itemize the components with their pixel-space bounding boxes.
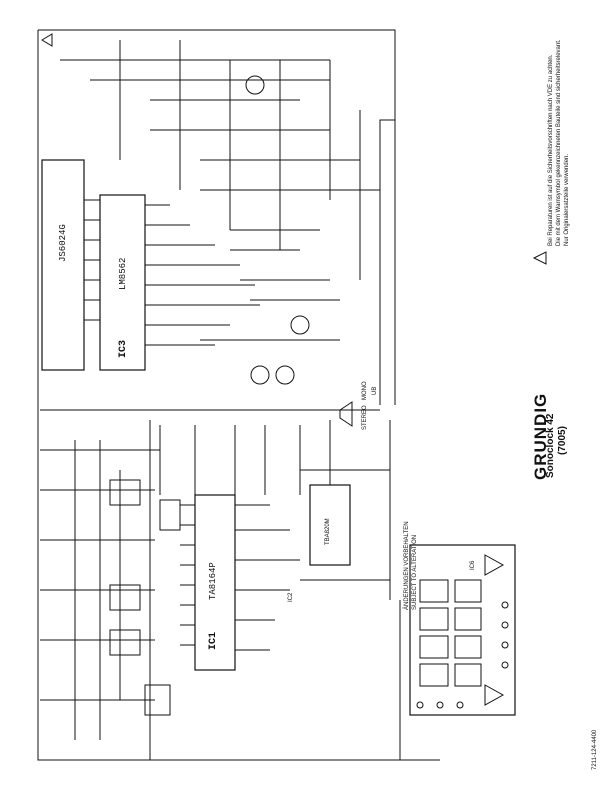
ic1-label: IC1 xyxy=(208,631,219,650)
model-code: (7005) xyxy=(557,426,568,455)
ub-label: UB xyxy=(372,386,378,395)
warning-text-1: Bei Reparaturen ist auf die Sicherheitsv… xyxy=(548,54,554,246)
notice-line-2: SUBJECT TO ALTERATION xyxy=(412,534,418,610)
notice-line-1: ÄNDERUNGEN VORBEHALTEN xyxy=(404,521,410,610)
ic2-label: IC2 xyxy=(288,592,294,602)
warning-icon xyxy=(532,251,547,265)
display-type: JS6024G xyxy=(58,224,68,262)
doc-number: 7211-124-4400 xyxy=(592,729,598,770)
mono-label: MONO xyxy=(362,381,368,400)
hazard-icon xyxy=(41,33,53,47)
stereo-label: STEREO xyxy=(362,405,368,430)
ic3-type: LM8562 xyxy=(118,257,128,290)
warning-text-3: Nur Originalersatzteile verwenden. xyxy=(564,153,570,246)
ic6-label: IC6 xyxy=(470,560,476,570)
warning-text-2: Die mit dem Warnsymbol gekennzeichneten … xyxy=(556,39,562,246)
model-name: Sonoclock 42 xyxy=(545,413,556,478)
ic1-type: TA8164P xyxy=(208,562,218,600)
ic3-label: IC3 xyxy=(118,339,129,358)
ic5-type: TBA820M xyxy=(325,518,331,545)
